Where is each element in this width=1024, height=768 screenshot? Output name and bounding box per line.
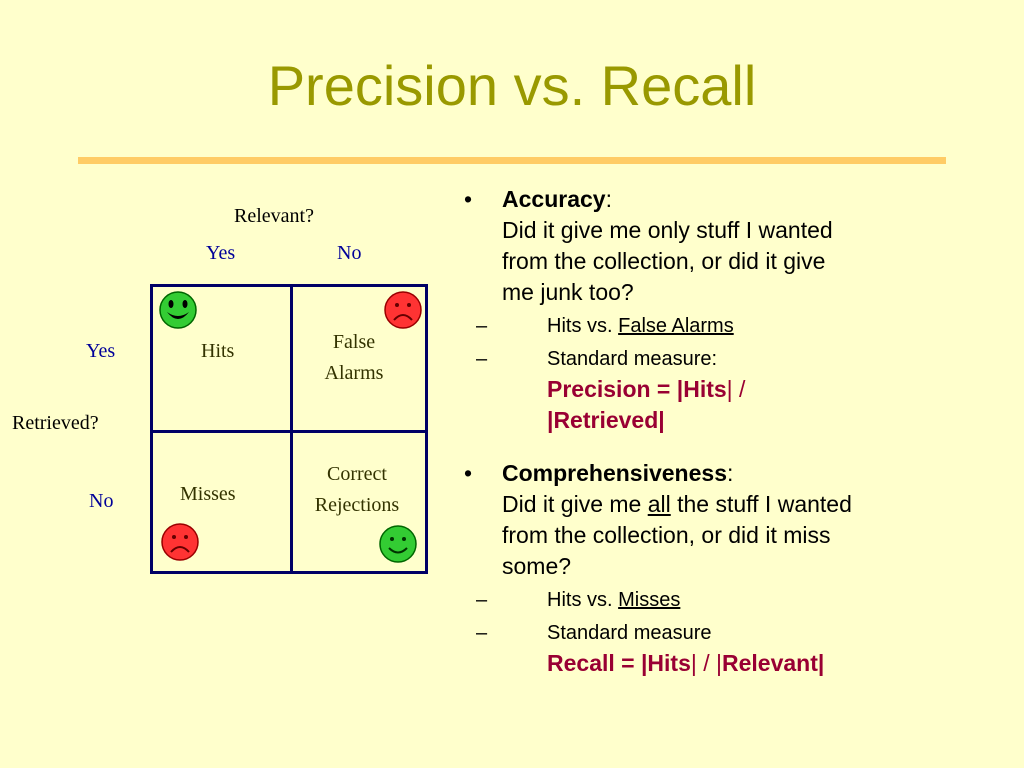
- retrieved-no-label: No: [89, 490, 114, 512]
- cell-correct-rejections-line2: Rejections: [314, 494, 400, 516]
- relevant-yes-label: Yes: [206, 242, 236, 264]
- accuracy-heading: Accuracy: [502, 186, 606, 212]
- relevant-no-label: No: [337, 242, 362, 264]
- happy-face-icon: [159, 291, 197, 329]
- comprehensiveness-line3: some?: [502, 553, 572, 579]
- accuracy-line3: me junk too?: [502, 279, 634, 305]
- happy-face-icon: [379, 525, 417, 563]
- matrix-horizontal-divider: [153, 430, 425, 433]
- comprehensiveness-heading: Comprehensiveness: [502, 460, 727, 486]
- retrieved-yes-label: Yes: [86, 340, 116, 362]
- cell-misses: Misses: [180, 483, 236, 505]
- confusion-matrix: [150, 284, 428, 574]
- cell-correct-rejections: Correct Rejections: [296, 459, 418, 521]
- bullet-dot-icon: •: [464, 460, 473, 486]
- cell-false-alarms: False Alarms: [300, 327, 408, 389]
- comprehensiveness-sub-item-2: – Standard measure: [476, 622, 712, 644]
- false-alarms-term: False Alarms: [618, 315, 734, 337]
- precision-formula: Precision = |Hits| / |Retrieved|: [547, 376, 746, 433]
- recall-formula: Recall = |Hits| / |Relevant|: [547, 650, 825, 676]
- cell-correct-rejections-line1: Correct: [327, 463, 387, 485]
- slide-title: Precision vs. Recall: [267, 54, 757, 117]
- accuracy-sub-item-1: – Hits vs. False Alarms: [476, 315, 734, 337]
- cell-hits: Hits: [201, 340, 235, 362]
- comprehensiveness-line2: from the collection, or did it miss: [502, 522, 831, 548]
- bullet-accuracy: • Accuracy: Did it give me only stuff I …: [460, 184, 980, 308]
- comprehensiveness-sub-item-1: – Hits vs. Misses: [476, 589, 681, 611]
- matrix-vertical-divider: [290, 287, 293, 571]
- comprehensiveness-line1: Did it give me all the stuff I wanted: [502, 491, 852, 517]
- sad-face-icon: [384, 291, 422, 329]
- title-underline: [78, 157, 946, 164]
- cell-false-alarms-line2: Alarms: [324, 362, 384, 384]
- bullet-list: • Accuracy: Did it give me only stuff I …: [460, 184, 980, 679]
- sad-face-icon: [161, 523, 199, 561]
- accuracy-sub-item-2: – Standard measure:: [476, 348, 718, 370]
- bullet-dot-icon: •: [464, 186, 473, 212]
- bullet-comprehensiveness: • Comprehensiveness: Did it give me all …: [460, 458, 980, 582]
- retrieved-axis-label: Retrieved?: [12, 412, 99, 434]
- cell-false-alarms-line1: False: [332, 331, 376, 353]
- accuracy-line2: from the collection, or did it give: [502, 248, 826, 274]
- relevant-axis-label: Relevant?: [234, 205, 314, 227]
- misses-term: Misses: [618, 589, 681, 611]
- accuracy-line1: Did it give me only stuff I wanted: [502, 217, 833, 243]
